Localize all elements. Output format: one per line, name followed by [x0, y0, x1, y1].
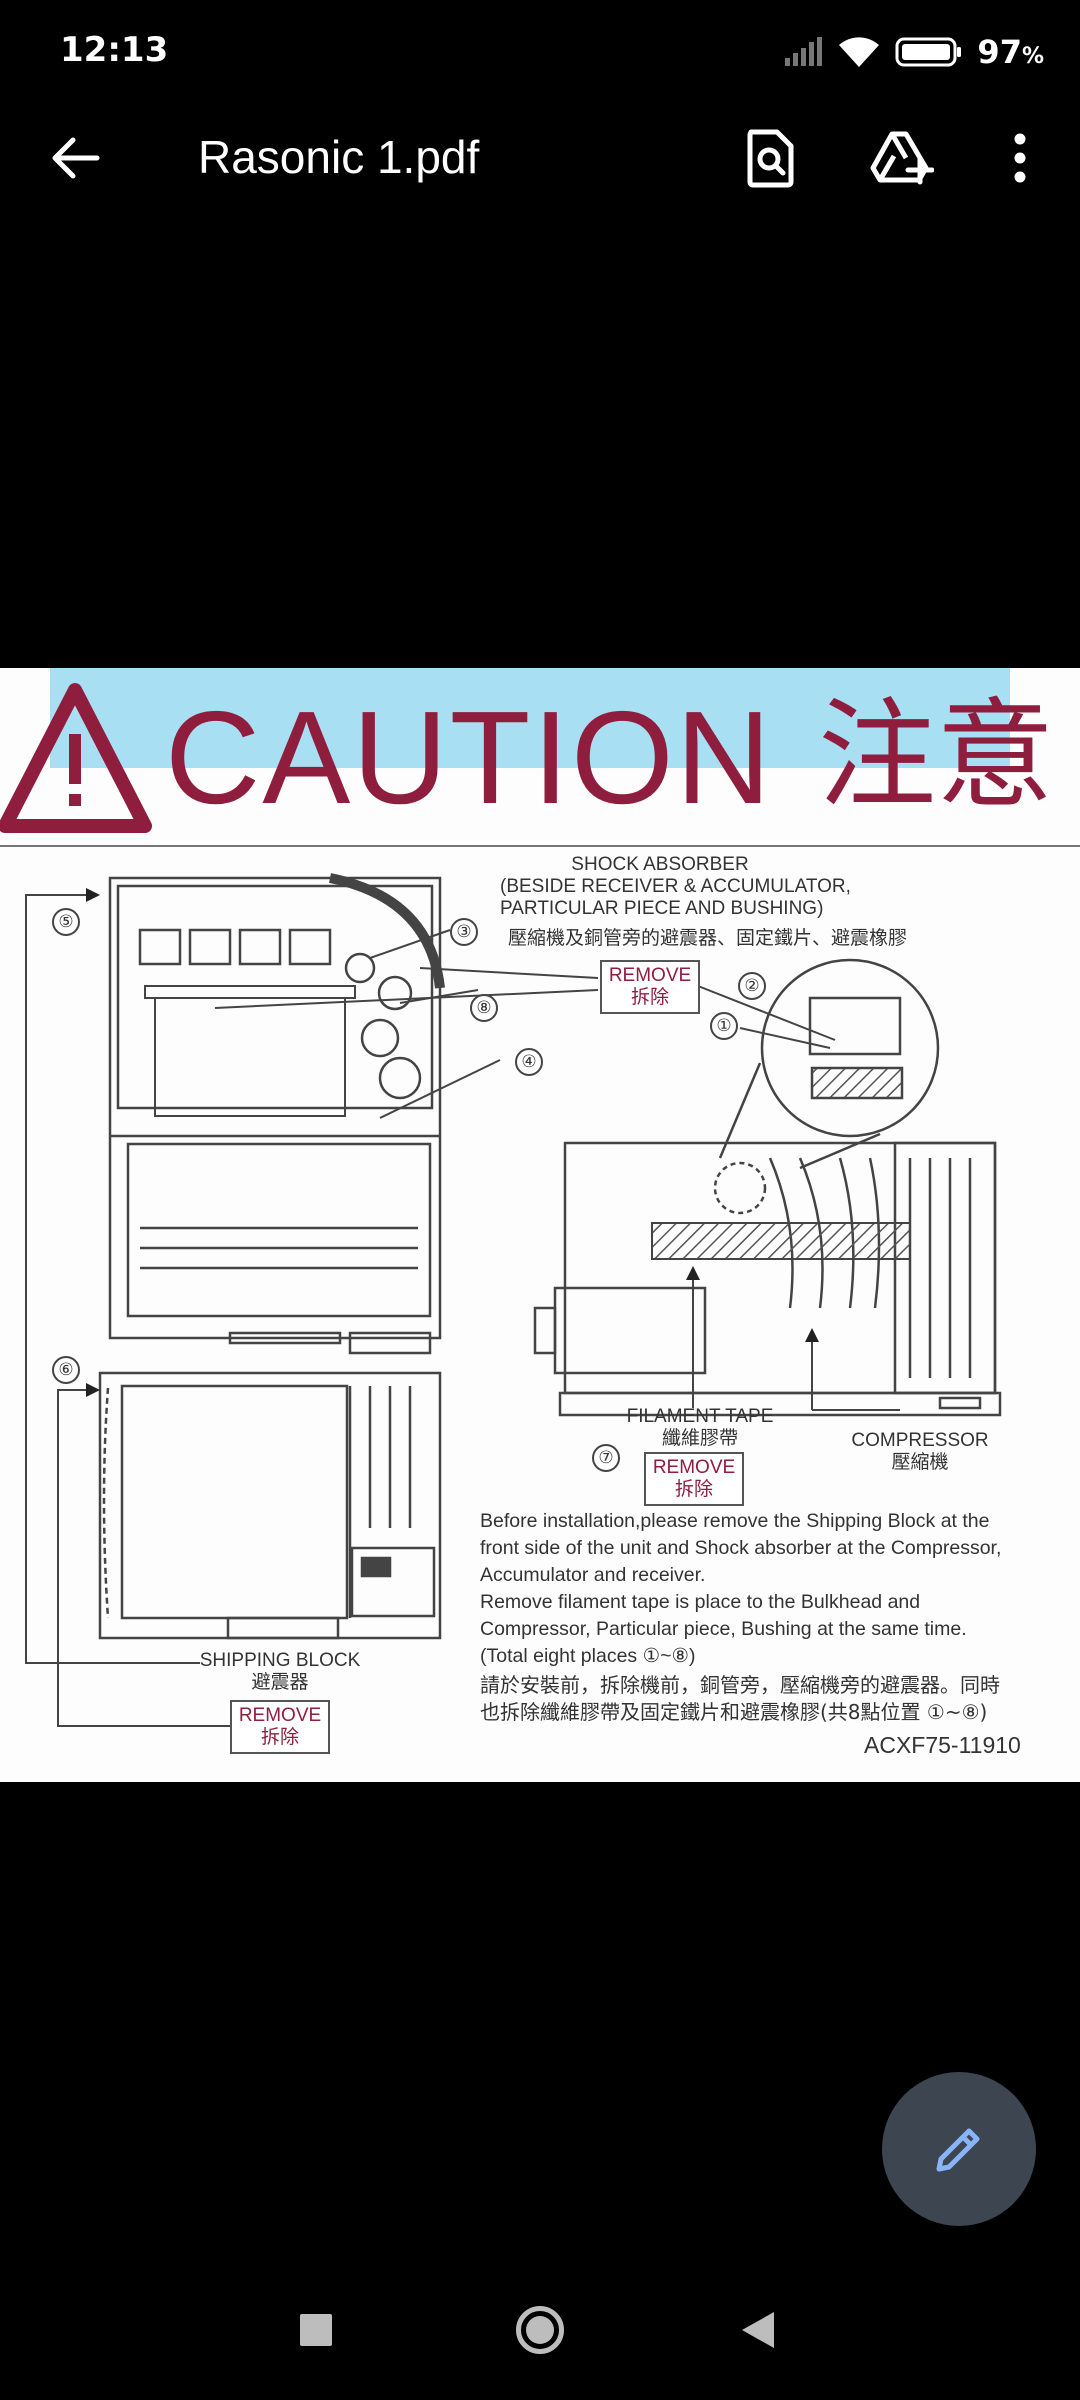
home-circle-icon[interactable] [516, 2306, 564, 2354]
instruction-line-1: Before installation,please remove the Sh… [480, 1510, 990, 1532]
find-in-document-button[interactable] [734, 122, 806, 194]
remove-label: REMOVE [652, 1457, 736, 1478]
instruction-line-5: Compressor, Particular piece, Bushing at… [480, 1617, 967, 1640]
add-to-drive-icon [870, 131, 934, 185]
marker-4: ④ [515, 1048, 543, 1076]
instruction-zh-line-1: 請於安裝前，拆除機前，銅管旁，壓縮機旁的避震器。同時 [480, 1673, 1000, 1697]
instruction-line-3: Accumulator and receiver. [480, 1563, 706, 1586]
edit-fab-button[interactable] [882, 2072, 1036, 2226]
marker-6: ⑥ [52, 1356, 80, 1384]
document-title: Rasonic 1.pdf [198, 131, 480, 183]
shock-absorber-line-2: (BESIDE RECEIVER & ACCUMULATOR, [500, 875, 851, 897]
shipping-block-text: SHIPPING BLOCK [199, 1650, 361, 1671]
back-arrow-icon [52, 137, 100, 179]
marker-8: ⑧ [470, 994, 498, 1022]
caution-heading-zh: 注意 [818, 686, 1055, 824]
shock-absorber-line-3: PARTICULAR PIECE AND BUSHING) [500, 897, 824, 919]
shock-absorber-label-zh: 壓縮機及銅管旁的避震器、固定鐵片、避震橡膠 [508, 927, 908, 949]
pdf-page-diagram [0, 668, 1080, 1727]
back-triangle-icon[interactable] [742, 2312, 774, 2348]
unit-front-view [98, 1371, 442, 1640]
instructions-text-zh: 請於安裝前，拆除機前，銅管旁，壓縮機旁的避震器。同時 也拆除纖維膠帶及固定鐵片和… [480, 1672, 1070, 1726]
battery-icon [895, 37, 962, 67]
back-button[interactable] [40, 122, 112, 194]
marker-1: ① [710, 1012, 738, 1040]
instruction-zh-line-2: 也拆除纖維膠帶及固定鐵片和避震橡膠(共8點位置 ①~⑧) [480, 1700, 988, 1724]
marker-3: ③ [450, 918, 478, 946]
remove-box-filament: REMOVE 拆除 [644, 1452, 744, 1506]
unit-top-view [108, 873, 445, 1355]
blue-tape-strip [50, 668, 1010, 768]
status-bar: 12:13 97% [0, 0, 1080, 100]
pdf-page[interactable]: CAUTION 注意 SHOCK ABSORBER (BESIDE RECEIV… [0, 668, 1080, 1782]
status-time: 12:13 [60, 30, 169, 70]
more-vert-icon [1014, 133, 1026, 183]
remove-label: REMOVE [238, 1705, 322, 1726]
shipping-block-text-zh: 避震器 [251, 1671, 309, 1693]
recents-square-icon[interactable] [300, 2314, 332, 2346]
marker-5: ⑤ [52, 908, 80, 936]
marker-2: ② [738, 972, 766, 1000]
remove-label-zh: 拆除 [260, 1725, 299, 1748]
filament-tape-label: FILAMENT TAPE 纖維膠帶 [600, 1406, 800, 1450]
compressor-label: COMPRESSOR 壓縮機 [830, 1430, 1010, 1474]
warning-triangle-icon [0, 683, 152, 833]
add-to-drive-button[interactable] [866, 122, 938, 194]
system-nav-bar [0, 2280, 1080, 2400]
instruction-line-2: front side of the unit and Shock absorbe… [480, 1536, 1002, 1559]
battery-percent-sign: % [1021, 44, 1044, 69]
app-bar: Rasonic 1.pdf [0, 100, 1080, 215]
filament-tape-text: FILAMENT TAPE [626, 1406, 774, 1427]
compressor-text: COMPRESSOR [851, 1430, 989, 1451]
instruction-line-4: Remove filament tape is place to the Bul… [480, 1590, 921, 1613]
remove-box-shock-absorber: REMOVE 拆除 [600, 960, 700, 1014]
shock-absorber-line-1: SHOCK ABSORBER [571, 854, 749, 875]
find-in-document-icon [747, 129, 794, 188]
remove-label-zh: 拆除 [630, 985, 669, 1008]
battery-percent: 97 [977, 33, 1022, 71]
shipping-block-label: SHIPPING BLOCK 避震器 [180, 1650, 380, 1694]
unit-side-view [533, 1141, 1002, 1417]
filament-tape-bar [651, 1222, 911, 1260]
remove-label-zh: 拆除 [674, 1477, 713, 1500]
marker-7: ⑦ [592, 1444, 620, 1472]
remove-box-shipping-block: REMOVE 拆除 [230, 1700, 330, 1754]
compressor-text-zh: 壓縮機 [891, 1451, 949, 1473]
shock-absorber-label: SHOCK ABSORBER (BESIDE RECEIVER & ACCUMU… [500, 854, 851, 920]
instruction-line-6: (Total eight places ①~⑧) [480, 1644, 696, 1667]
caution-heading: CAUTION [165, 684, 773, 831]
status-icons: 97% [783, 30, 1044, 74]
instructions-text: Before installation,please remove the Sh… [480, 1508, 1070, 1669]
filament-tape-text-zh: 纖維膠帶 [661, 1427, 738, 1449]
more-options-button[interactable] [984, 122, 1056, 194]
wifi-icon [839, 37, 880, 67]
remove-label: REMOVE [608, 965, 692, 986]
pencil-edit-icon [936, 2128, 980, 2172]
detail-zoom-circle [718, 958, 940, 1170]
signal-icon [785, 37, 823, 66]
model-code: ACXF75-11910 [864, 1732, 1021, 1758]
